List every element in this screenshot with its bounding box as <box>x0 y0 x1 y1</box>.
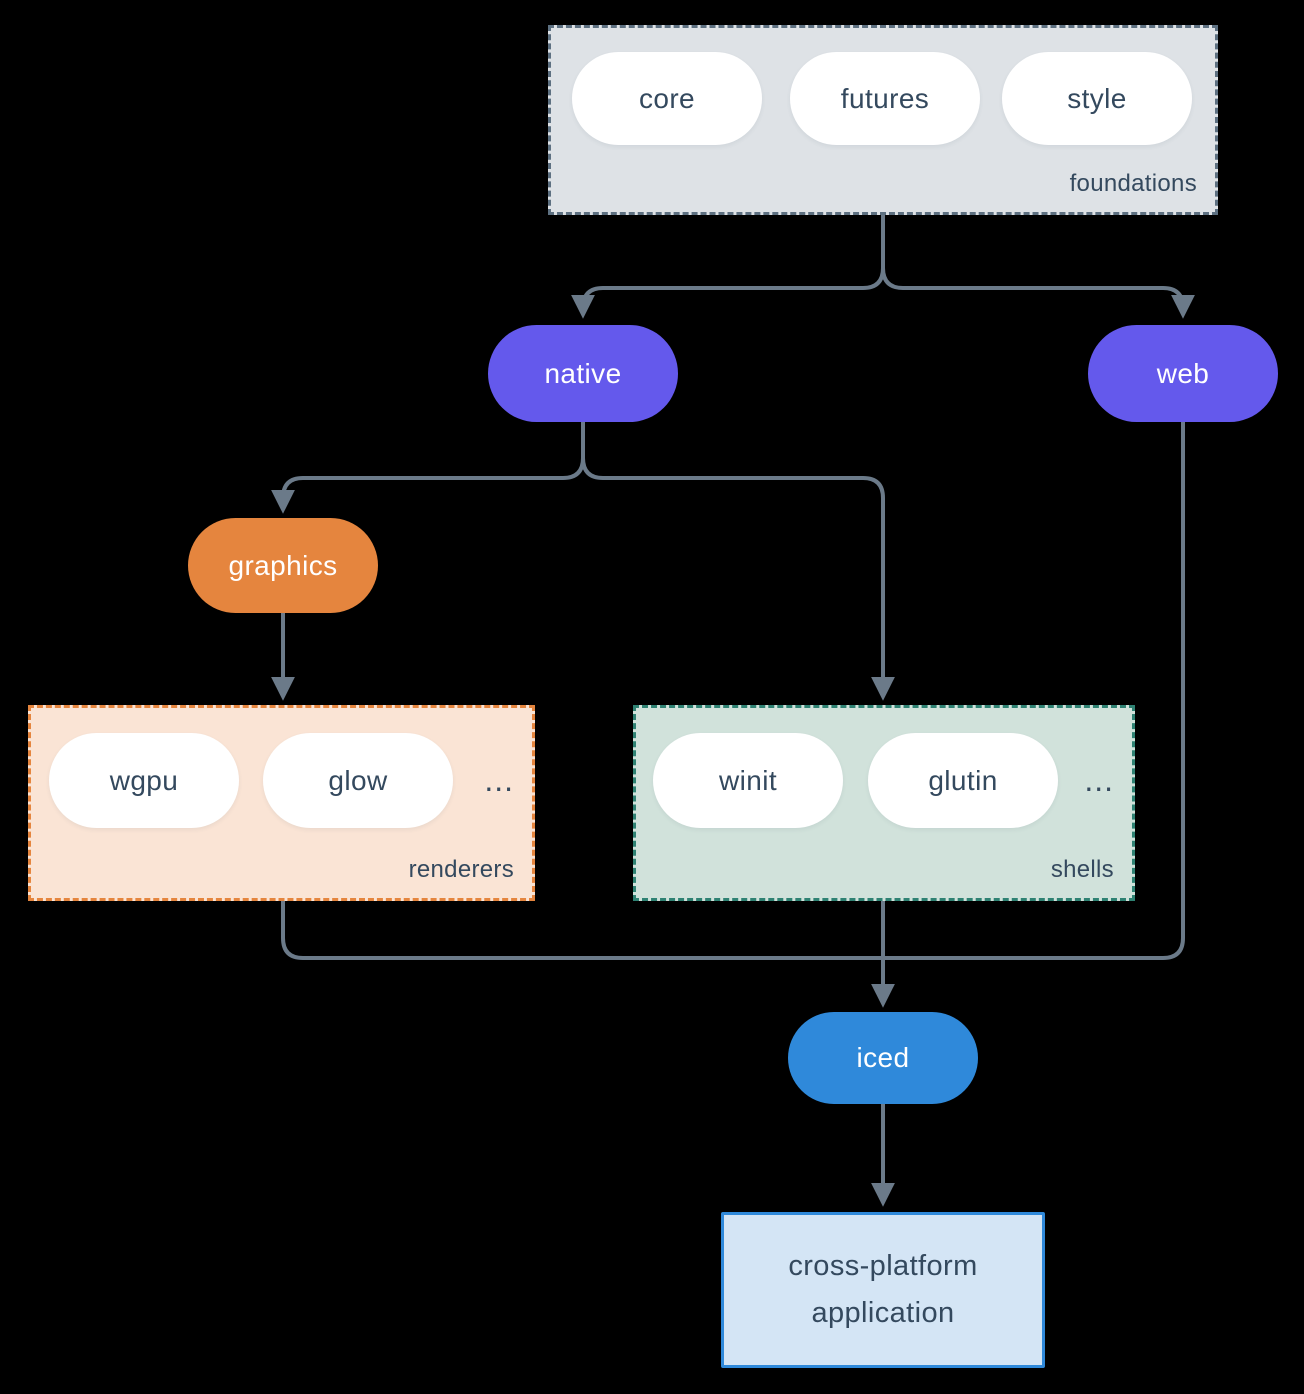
node-web-label: web <box>1156 357 1210 389</box>
node-winit-label: winit <box>718 764 777 796</box>
cross-platform-application-box: cross-platform application <box>721 1212 1045 1368</box>
application-label-line1: cross-platform <box>788 1250 978 1282</box>
node-core: core <box>572 52 762 145</box>
node-graphics: graphics <box>188 518 378 613</box>
node-glow-label: glow <box>328 764 388 796</box>
renderers-group: wgpu glow ... renderers <box>28 705 535 901</box>
node-native-label: native <box>544 357 622 389</box>
node-glow: glow <box>263 733 453 828</box>
node-glutin-label: glutin <box>928 764 998 796</box>
foundations-group: core futures style foundations <box>548 25 1218 215</box>
renderers-ellipsis: ... <box>484 762 514 798</box>
node-glutin: glutin <box>868 733 1058 828</box>
node-wgpu: wgpu <box>49 733 239 828</box>
application-label-line2: application <box>811 1297 955 1329</box>
node-futures-label: futures <box>840 82 930 114</box>
node-style: style <box>1002 52 1192 145</box>
node-web: web <box>1088 325 1278 422</box>
shells-group: winit glutin ... shells <box>633 705 1135 901</box>
foundations-group-label: foundations <box>1069 170 1197 197</box>
node-futures: futures <box>790 52 980 145</box>
node-wgpu-label: wgpu <box>109 764 179 796</box>
node-graphics-label: graphics <box>228 549 338 581</box>
node-iced: iced <box>788 1012 978 1104</box>
node-core-label: core <box>638 82 696 114</box>
node-native: native <box>488 325 678 422</box>
node-winit: winit <box>653 733 843 828</box>
shells-group-label: shells <box>1050 856 1114 883</box>
shells-ellipsis: ... <box>1084 762 1114 798</box>
node-style-label: style <box>1067 82 1127 114</box>
node-iced-label: iced <box>856 1042 910 1073</box>
renderers-group-label: renderers <box>408 856 514 883</box>
